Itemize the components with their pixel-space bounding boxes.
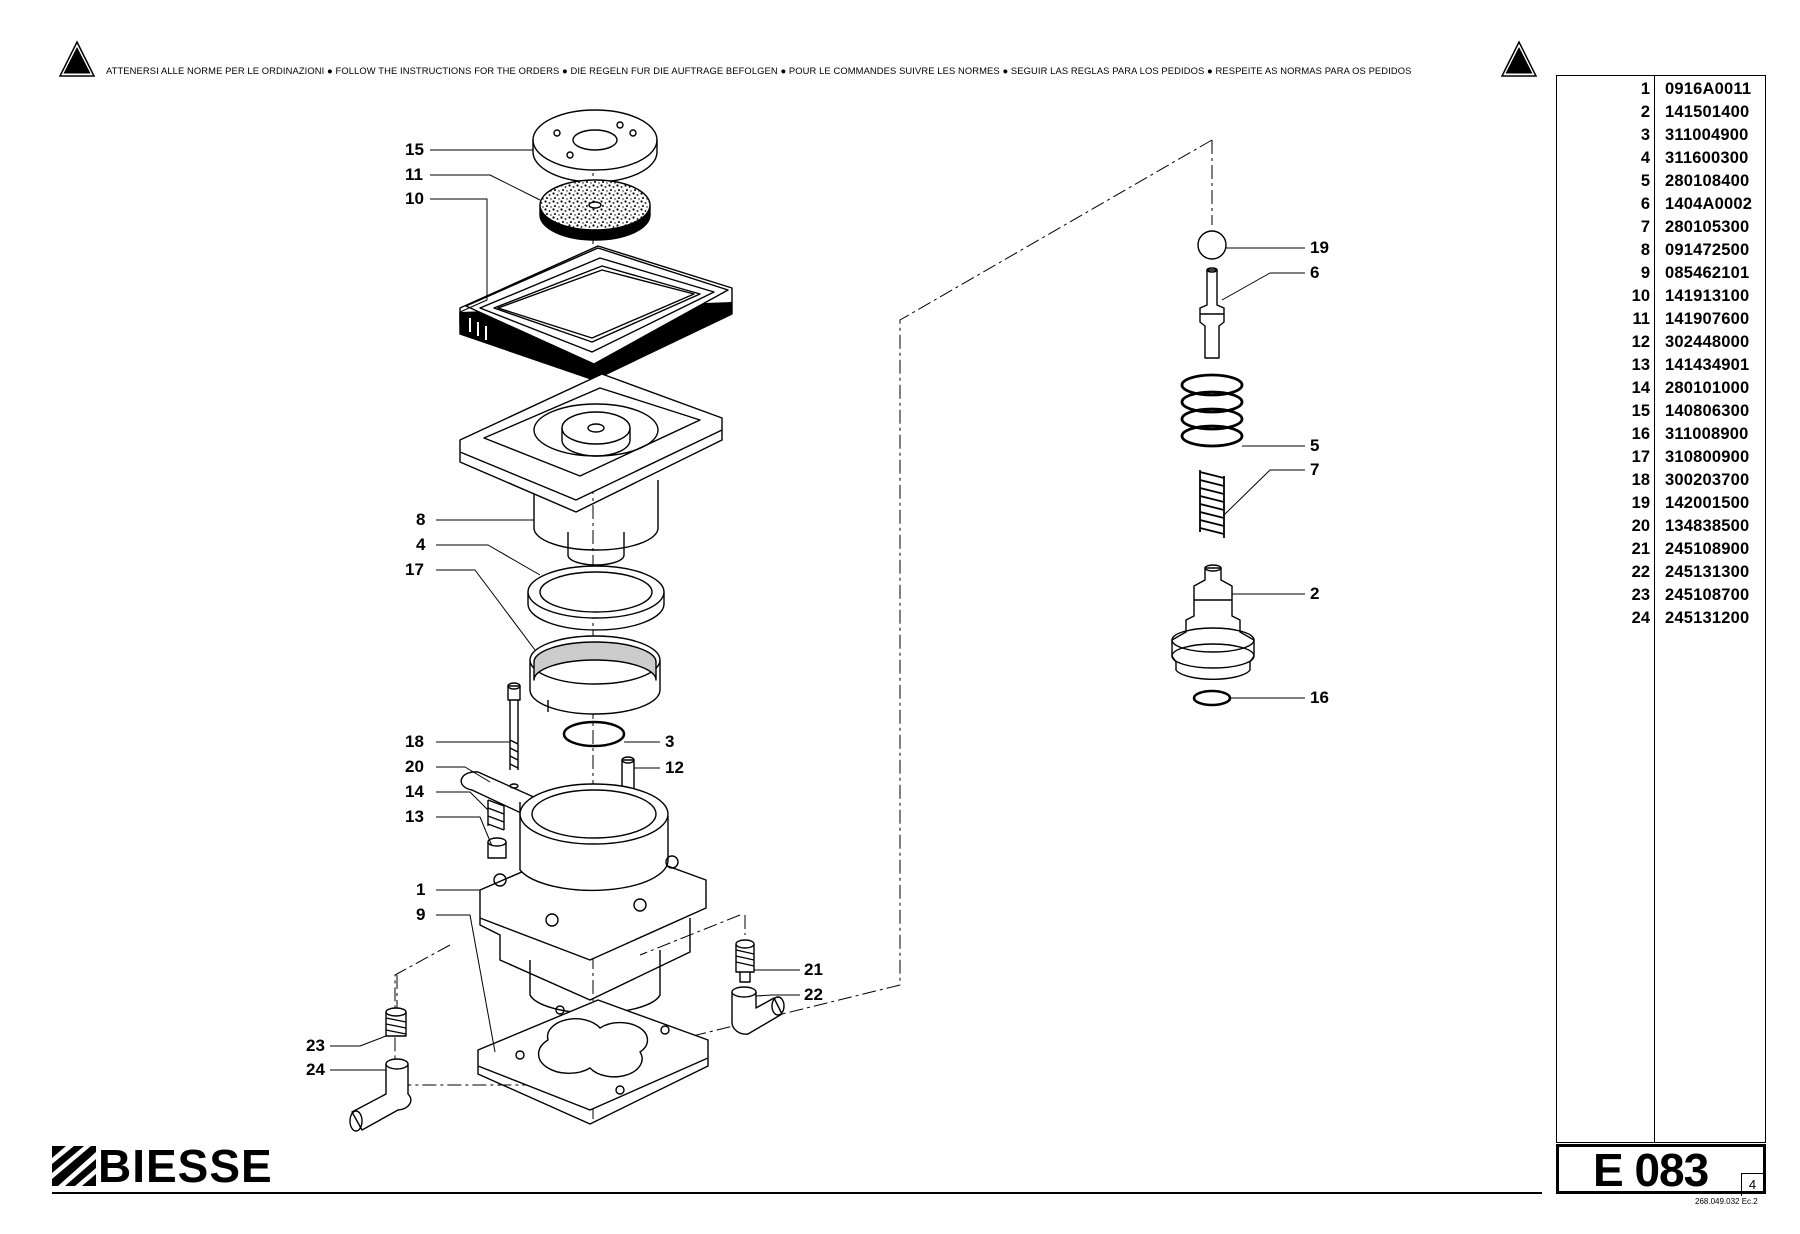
order-instructions-text: ATTENERSI ALLE NORME PER LE ORDINAZIONI …	[106, 65, 1412, 76]
footer-rule	[52, 1192, 1542, 1194]
biesse-logo: BIESSE	[52, 1142, 272, 1190]
part-7-small-spring	[1199, 470, 1225, 538]
part-9-base-plate	[477, 999, 709, 1125]
part-17-sleeve	[529, 635, 661, 715]
callout-7: 7	[1310, 460, 1320, 479]
part-18-screw	[507, 682, 521, 770]
drawing-code: E 083	[1593, 1144, 1709, 1196]
callout-23: 23	[306, 1036, 325, 1055]
warning-triangle-icon	[58, 40, 96, 77]
callout-4: 4	[416, 535, 426, 554]
callout-18: 18	[405, 732, 424, 751]
callout-14: 14	[405, 782, 424, 801]
part-13-plug	[487, 837, 507, 859]
sheet-number: 4	[1741, 1173, 1763, 1196]
biesse-mark-icon	[52, 1146, 96, 1186]
document-number: 268.049.032 Ec.2	[1695, 1197, 1758, 1206]
part-8-body	[459, 373, 723, 566]
part-10-frame	[459, 245, 733, 381]
order-instructions-banner: ATTENERSI ALLE NORME PER LE ORDINAZIONI …	[58, 40, 1538, 80]
callout-6: 6	[1310, 263, 1320, 282]
callout-11: 11	[405, 165, 423, 184]
part-1-main-body	[479, 783, 707, 1014]
callout-24: 24	[306, 1060, 325, 1079]
callout-16: 16	[1310, 688, 1329, 707]
callout-9: 9	[416, 905, 426, 924]
callout-5: 5	[1310, 436, 1320, 455]
callout-17: 17	[405, 560, 424, 579]
part-23-fitting	[385, 1007, 407, 1037]
parts-list-divider	[1654, 76, 1655, 1142]
callout-1: 1	[416, 880, 426, 899]
brand-name: BIESSE	[98, 1140, 273, 1192]
part-24-elbow	[349, 1058, 412, 1132]
callout-8: 8	[416, 510, 426, 529]
callout-2: 2	[1310, 584, 1320, 603]
part-11-filter-disc	[539, 179, 651, 241]
callout-12: 12	[665, 758, 684, 777]
callout-13: 13	[405, 807, 424, 826]
part-15-flange-disc	[532, 109, 658, 183]
callout-15: 15	[405, 140, 424, 159]
part-5-large-spring	[1180, 373, 1244, 448]
part-3-o-ring	[562, 720, 626, 748]
part-6-valve-stem	[1199, 267, 1225, 359]
drawing-code-box: E 083 4	[1556, 1144, 1766, 1196]
callout-22: 22	[804, 985, 823, 1004]
part-14-spring	[487, 799, 505, 831]
callout-10: 10	[405, 189, 424, 208]
callout-19: 19	[1310, 238, 1329, 257]
part-21-fitting	[735, 939, 755, 983]
part-2-valve-body	[1171, 564, 1255, 680]
callout-20: 20	[405, 757, 424, 776]
part-19-ball	[1197, 230, 1227, 260]
callout-3: 3	[665, 732, 675, 751]
part-16-circlip	[1192, 689, 1232, 707]
callout-21: 21	[804, 960, 823, 979]
part-4-seal-ring	[527, 565, 665, 631]
part-22-elbow	[731, 986, 785, 1035]
warning-triangle-icon	[1500, 40, 1538, 77]
